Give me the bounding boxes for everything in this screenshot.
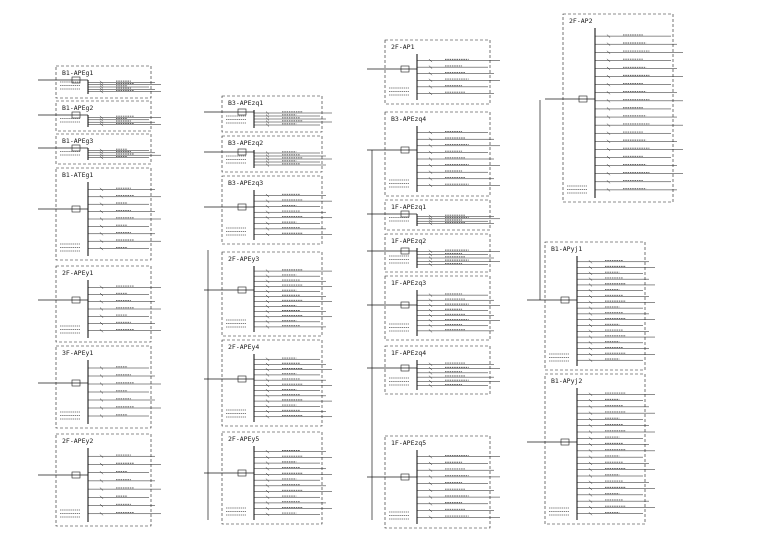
- distribution-panel: 1F-APEzq3: [367, 275, 500, 341]
- panel-title: 2F-APEy5: [228, 435, 259, 443]
- panel-title: 2F-AP1: [391, 43, 415, 51]
- panel-title: B1-APyj2: [551, 377, 582, 385]
- distribution-panel: 1F-APEzq5: [367, 435, 500, 529]
- distribution-panel: B3-APEzq1: [204, 95, 332, 133]
- distribution-panel: 1F-APEzq2: [367, 233, 500, 273]
- distribution-panel: B1-APEg1: [38, 65, 161, 99]
- distribution-panel: 2F-APEy2: [38, 433, 161, 527]
- panel-title: B3-APEzq2: [228, 139, 263, 147]
- distribution-panel: B3-APEzq4: [367, 111, 500, 197]
- distribution-panel: B3-APEzq2: [204, 135, 332, 173]
- distribution-panel: B1-ATEg1: [38, 167, 161, 261]
- panel-title: B1-APEg3: [62, 137, 93, 145]
- panel-title: B3-APEzq3: [228, 179, 263, 187]
- panel-title: B1-ATEg1: [62, 171, 93, 179]
- distribution-panel: 2F-APEy4: [204, 339, 332, 427]
- panel-title: B1-APEg1: [62, 69, 93, 77]
- panel-title: B1-APEg2: [62, 104, 93, 112]
- distribution-panel: 2F-AP2: [545, 13, 683, 203]
- distribution-panel: B1-APEg2: [38, 100, 161, 132]
- distribution-panel: 2F-APEy5: [204, 431, 332, 525]
- distribution-panel: B1-APyj2: [527, 373, 655, 525]
- panel-title: 1F-APEzq3: [391, 279, 426, 287]
- distribution-panel: B1-APyj1: [527, 241, 655, 371]
- panel-title: B1-APyj1: [551, 245, 582, 253]
- panel-title: 2F-APEy2: [62, 437, 93, 445]
- panel-title: 1F-APEzq2: [391, 237, 426, 245]
- panel-title: B3-APEzq4: [391, 115, 426, 123]
- panel-title: 1F-APEzq4: [391, 349, 426, 357]
- panel-title: 2F-APEy1: [62, 269, 93, 277]
- distribution-panel: 3F-APEy1: [38, 345, 161, 429]
- distribution-panel: B3-APEzq3: [204, 175, 332, 245]
- distribution-panel: 2F-AP1: [367, 39, 500, 105]
- panel-title: 2F-APEy4: [228, 343, 259, 351]
- panel-title: 2F-APEy3: [228, 255, 259, 263]
- panel-title: 1F-APEzq1: [391, 203, 426, 211]
- distribution-panel: 1F-APEzq1: [367, 199, 500, 231]
- distribution-panel: 2F-APEy1: [38, 265, 161, 343]
- distribution-panel: 1F-APEzq4: [367, 345, 500, 395]
- panel-title: 1F-APEzq5: [391, 439, 426, 447]
- panel-title: 2F-AP2: [569, 17, 593, 25]
- distribution-panel: B1-APEg3: [38, 133, 161, 165]
- panel-title: B3-APEzq1: [228, 99, 263, 107]
- distribution-panel: 2F-APEy3: [204, 251, 332, 337]
- panel-title: 3F-APEy1: [62, 349, 93, 357]
